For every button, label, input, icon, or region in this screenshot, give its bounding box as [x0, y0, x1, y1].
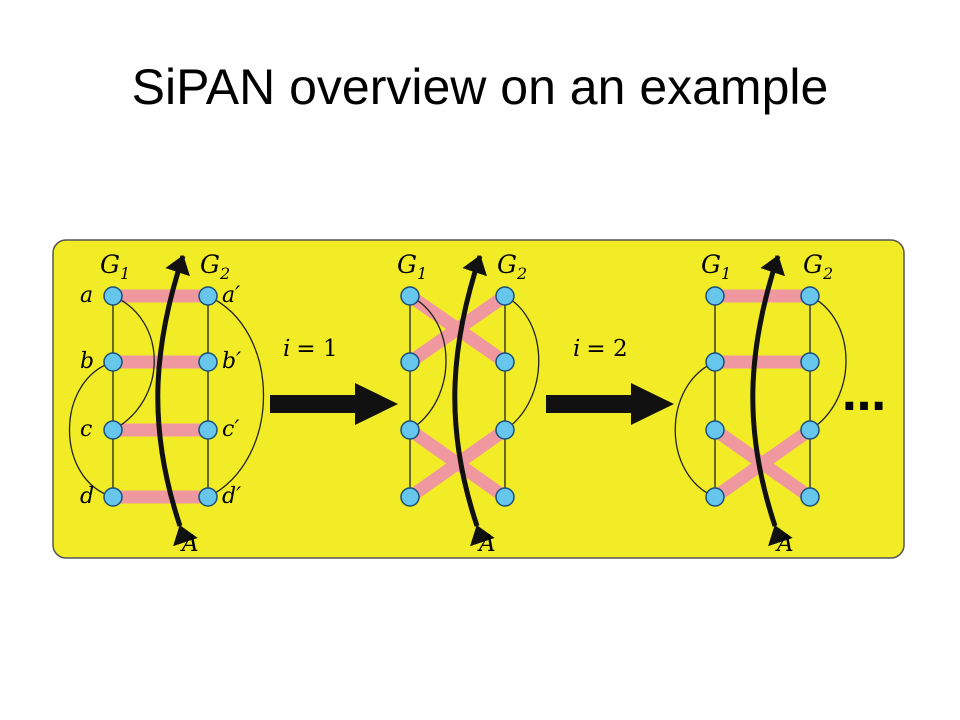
label-b: b: [80, 349, 94, 374]
graph-g2-edges: [504, 295, 540, 497]
node-a: [103, 286, 123, 306]
label-g2: G2: [803, 250, 833, 283]
graph-g1-edges: [69, 295, 155, 498]
label-aligner: A: [775, 531, 794, 557]
label-d-prime: d′: [222, 484, 241, 509]
graph-nodes: [705, 286, 820, 507]
label-c: c: [80, 417, 92, 442]
node-b: [103, 352, 123, 372]
step-2-label: i= 2: [573, 336, 628, 362]
graph-g1-edges: [674, 296, 716, 498]
label-g2: G2: [200, 250, 230, 283]
label-g1: G1: [701, 250, 731, 283]
aligner-arrow: [750, 255, 793, 547]
label-a-prime: a′: [222, 283, 240, 308]
graph-g2-edges: [207, 295, 265, 498]
node-c: [103, 420, 123, 440]
aligner-arrow: [452, 255, 495, 547]
alignment-panel-3: G1 G2 A: [674, 250, 847, 557]
diagram-panel: [52, 239, 905, 559]
node-c-prime: [198, 420, 218, 440]
alignment-panel-1: G1 G2 a b c d a′ b′ c′ d′ A: [69, 250, 265, 557]
label-g1: G1: [397, 250, 427, 283]
label-g2: G2: [497, 250, 527, 283]
step-1-label: i= 1: [283, 336, 338, 362]
step-arrow-1: i= 1: [270, 336, 398, 425]
label-aligner: A: [180, 531, 199, 557]
continuation-dots: …: [842, 370, 886, 421]
label-b-prime: b′: [222, 349, 241, 374]
aligner-arrow: [155, 255, 198, 547]
graph-nodes: [103, 286, 218, 507]
slide-title: SiPAN overview on an example: [131, 59, 829, 115]
graph-nodes: [400, 286, 515, 507]
alignment-panel-2: G1 G2 A: [397, 250, 540, 557]
label-c-prime: c′: [222, 417, 239, 442]
graph-g1-edges: [409, 295, 447, 497]
label-a: a: [80, 283, 93, 308]
label-d: d: [80, 484, 94, 509]
label-aligner: A: [477, 531, 496, 557]
node-a-prime: [198, 286, 218, 306]
label-g1: G1: [100, 250, 130, 283]
graph-g2-edges: [809, 295, 847, 497]
node-d: [103, 487, 123, 507]
node-d-prime: [198, 487, 218, 507]
node-b-prime: [198, 352, 218, 372]
step-arrow-2: i= 2: [546, 336, 674, 425]
